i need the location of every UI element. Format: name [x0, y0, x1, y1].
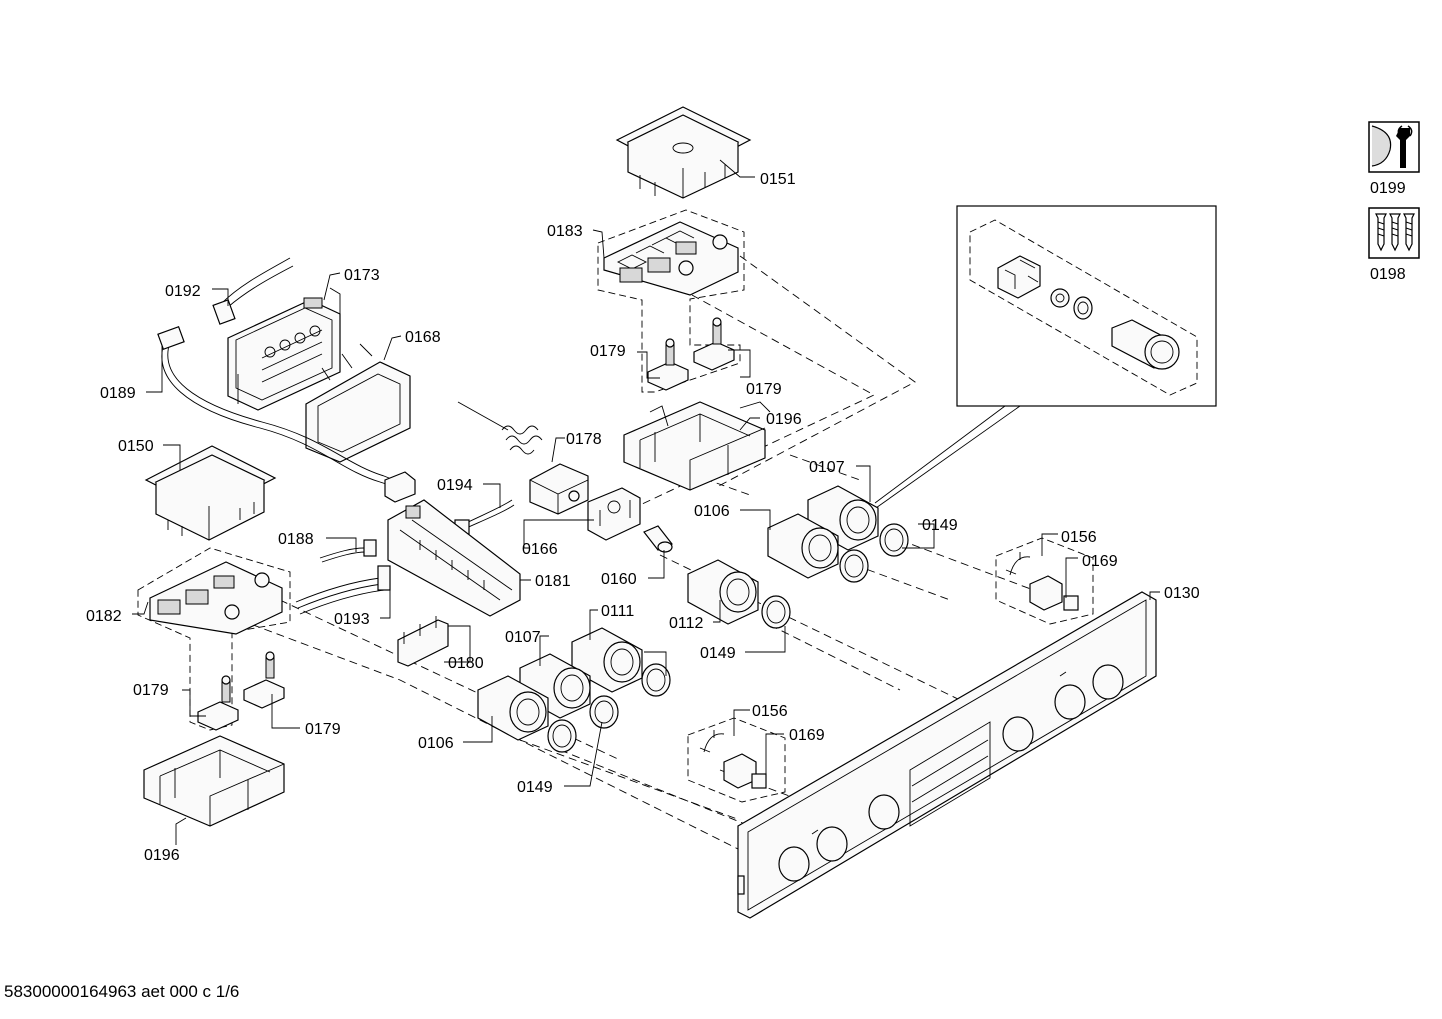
part-0178-thermostat	[457, 401, 589, 515]
label-0189: 0189	[100, 385, 136, 402]
label-0179: 0179	[590, 343, 626, 360]
label-0179: 0179	[305, 721, 341, 738]
part-0182-relay-board	[149, 561, 283, 635]
label-0150: 0150	[118, 438, 154, 455]
part-0168-frame	[305, 343, 411, 463]
document-code: 58300000164963 aet 000 c 1/6	[4, 982, 240, 1001]
label-0192: 0192	[165, 283, 201, 300]
label-0181: 0181	[535, 573, 571, 590]
leader-lines	[132, 159, 1160, 845]
label-0106: 0106	[694, 503, 730, 520]
label-0106: 0106	[418, 735, 454, 752]
label-0179: 0179	[133, 682, 169, 699]
part-0188-0193-connectors	[295, 539, 391, 615]
label-0188: 0188	[278, 531, 314, 548]
label-0149: 0149	[922, 517, 958, 534]
part-0180-clip	[397, 616, 449, 667]
label-0149: 0149	[517, 779, 553, 796]
label-0168: 0168	[405, 329, 441, 346]
label-0149: 0149	[700, 645, 736, 662]
label-0178: 0178	[566, 431, 602, 448]
part-0173-control-module	[227, 287, 341, 411]
part-0130-front-panel	[737, 591, 1157, 919]
group-box-0182	[137, 547, 291, 731]
part-0156-0169-sensor-lower	[699, 730, 767, 789]
label-0166: 0166	[522, 541, 558, 558]
part-0160-knob-sleeve	[643, 525, 673, 553]
part-0189-wire-harness	[157, 325, 416, 503]
label-0193: 0193	[334, 611, 370, 628]
part-0149-rings-upper	[839, 523, 909, 583]
part-0166-bracket	[587, 487, 641, 541]
label-0182: 0182	[86, 608, 122, 625]
label-0151: 0151	[760, 171, 796, 188]
label-0107: 0107	[505, 629, 541, 646]
label-0156: 0156	[1061, 529, 1097, 546]
part-0192-wire-connector	[212, 257, 294, 325]
part-0183-relay-board	[603, 221, 739, 296]
part-0181-terminal-strip	[387, 499, 521, 617]
part-0107-0106-upper-knobs	[767, 485, 879, 579]
label-0196: 0196	[766, 411, 802, 428]
part-0194-wire	[454, 499, 515, 535]
label-0107: 0107	[809, 459, 845, 476]
kit-label-0199: 0199	[1370, 180, 1406, 197]
label-0179: 0179	[746, 381, 782, 398]
label-0169: 0169	[789, 727, 825, 744]
detail-inset-knob-assembly	[865, 205, 1217, 516]
part-0179-switches-upper	[647, 317, 735, 391]
label-0173: 0173	[344, 267, 380, 284]
label-0196: 0196	[144, 847, 180, 864]
screws-icon	[1368, 207, 1420, 259]
label-0194: 0194	[437, 477, 473, 494]
label-0156: 0156	[752, 703, 788, 720]
part-0112-knob	[687, 559, 791, 629]
part-0196-bracket-lower	[143, 735, 285, 827]
part-0196-bracket-upper	[623, 401, 771, 491]
kit-label-0198: 0198	[1370, 266, 1406, 283]
label-0111: 0111	[601, 603, 634, 620]
label-0112: 0112	[669, 615, 704, 632]
part-0111-0107-0106-lower-knobs	[477, 627, 643, 741]
wrench-icon	[1368, 121, 1420, 173]
part-0150-housing	[144, 445, 277, 541]
label-0180: 0180	[448, 655, 484, 672]
label-0183: 0183	[547, 223, 583, 240]
part-0179-switches-lower	[197, 651, 285, 731]
label-0160: 0160	[601, 571, 637, 588]
part-0156-0169-sensor-upper	[1005, 552, 1079, 611]
label-0130: 0130	[1164, 585, 1200, 602]
part-0151-housing	[615, 106, 752, 199]
group-box-0183	[597, 209, 745, 393]
part-0149-rings-lower	[547, 663, 671, 753]
part-labels: 0151 0183 0179 0179 0196 0192 0173 0168 …	[86, 171, 1200, 864]
label-0169: 0169	[1082, 553, 1118, 570]
